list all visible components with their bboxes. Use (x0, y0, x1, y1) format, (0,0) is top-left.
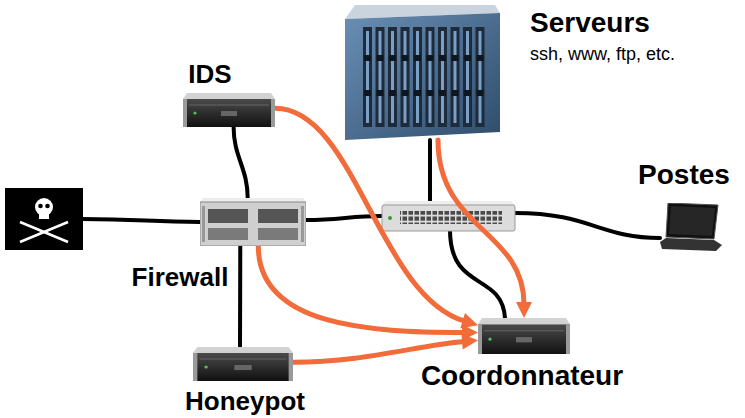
network-device: Coordonnateur (478, 318, 570, 354)
device-icon (478, 318, 570, 354)
device-icon (660, 203, 722, 251)
network-device: Postes (660, 203, 722, 251)
network-switch (382, 201, 515, 231)
device-label: Firewall (132, 263, 229, 292)
network-device: IDS (183, 93, 275, 127)
device-label: Coordonnateur (421, 361, 623, 392)
connector-line (234, 127, 248, 198)
device-label: Serveurs (530, 8, 650, 39)
device-label: Postes (638, 160, 730, 191)
pirate-flag (5, 188, 83, 250)
device-label: Honeypot (185, 387, 305, 416)
connector (438, 140, 532, 318)
connector (234, 127, 248, 198)
device-icon (193, 347, 293, 381)
device-icon (200, 198, 306, 246)
network-device: Honeypot (193, 347, 293, 381)
connector-line (293, 341, 464, 362)
connector (240, 246, 241, 347)
network-cable (515, 213, 660, 238)
connector (258, 246, 478, 340)
device-icon (183, 93, 275, 127)
device-subtitle: ssh, www, ftp, etc. (530, 45, 675, 65)
arrow-head (461, 334, 478, 350)
connector (293, 334, 478, 363)
device-label: IDS (188, 60, 231, 89)
connector-line (238, 246, 242, 347)
device-icon (345, 5, 500, 140)
arrow-head (516, 302, 532, 318)
network-device: Serveursssh, www, ftp, etc. (345, 5, 500, 140)
network-cable (428, 140, 432, 205)
connector-line (438, 140, 524, 304)
network-cable (306, 216, 382, 220)
network-device: Firewall (200, 198, 306, 246)
network-cable (82, 219, 200, 222)
connector-line (258, 246, 464, 332)
